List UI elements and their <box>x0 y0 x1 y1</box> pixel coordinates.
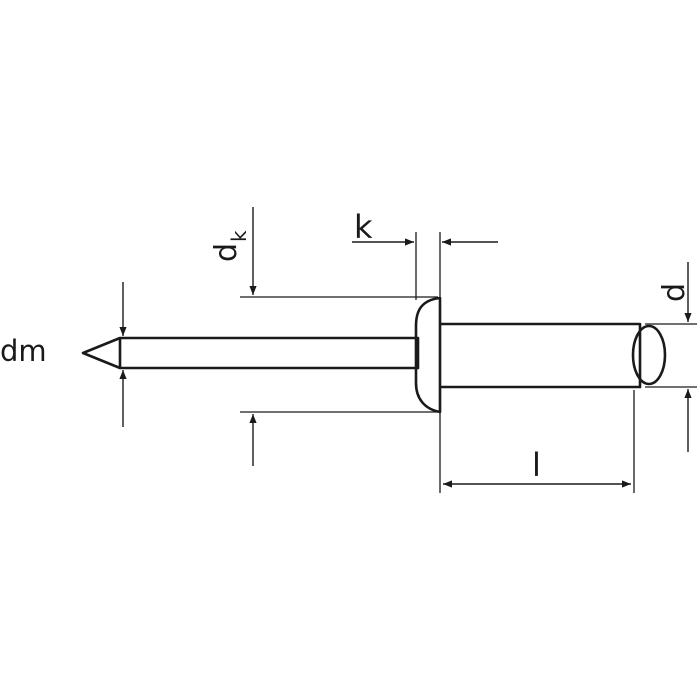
label-d: d <box>657 283 692 302</box>
label-dk: d k <box>209 230 251 262</box>
extension-lines <box>240 232 697 493</box>
rivet-head <box>414 296 442 414</box>
label-dm: dm <box>0 334 47 368</box>
label-dk-subscript: k <box>227 230 251 242</box>
dimension-arrows <box>119 207 692 488</box>
sleeve-end-ellipse <box>631 324 667 386</box>
rivet-outline <box>81 296 667 414</box>
label-dk-main: d <box>209 243 244 262</box>
rivet-sleeve <box>440 322 642 389</box>
label-l: l <box>532 446 541 484</box>
mandrel-tip <box>81 336 121 370</box>
label-k: k <box>354 208 373 246</box>
mandrel-shank <box>118 336 420 370</box>
